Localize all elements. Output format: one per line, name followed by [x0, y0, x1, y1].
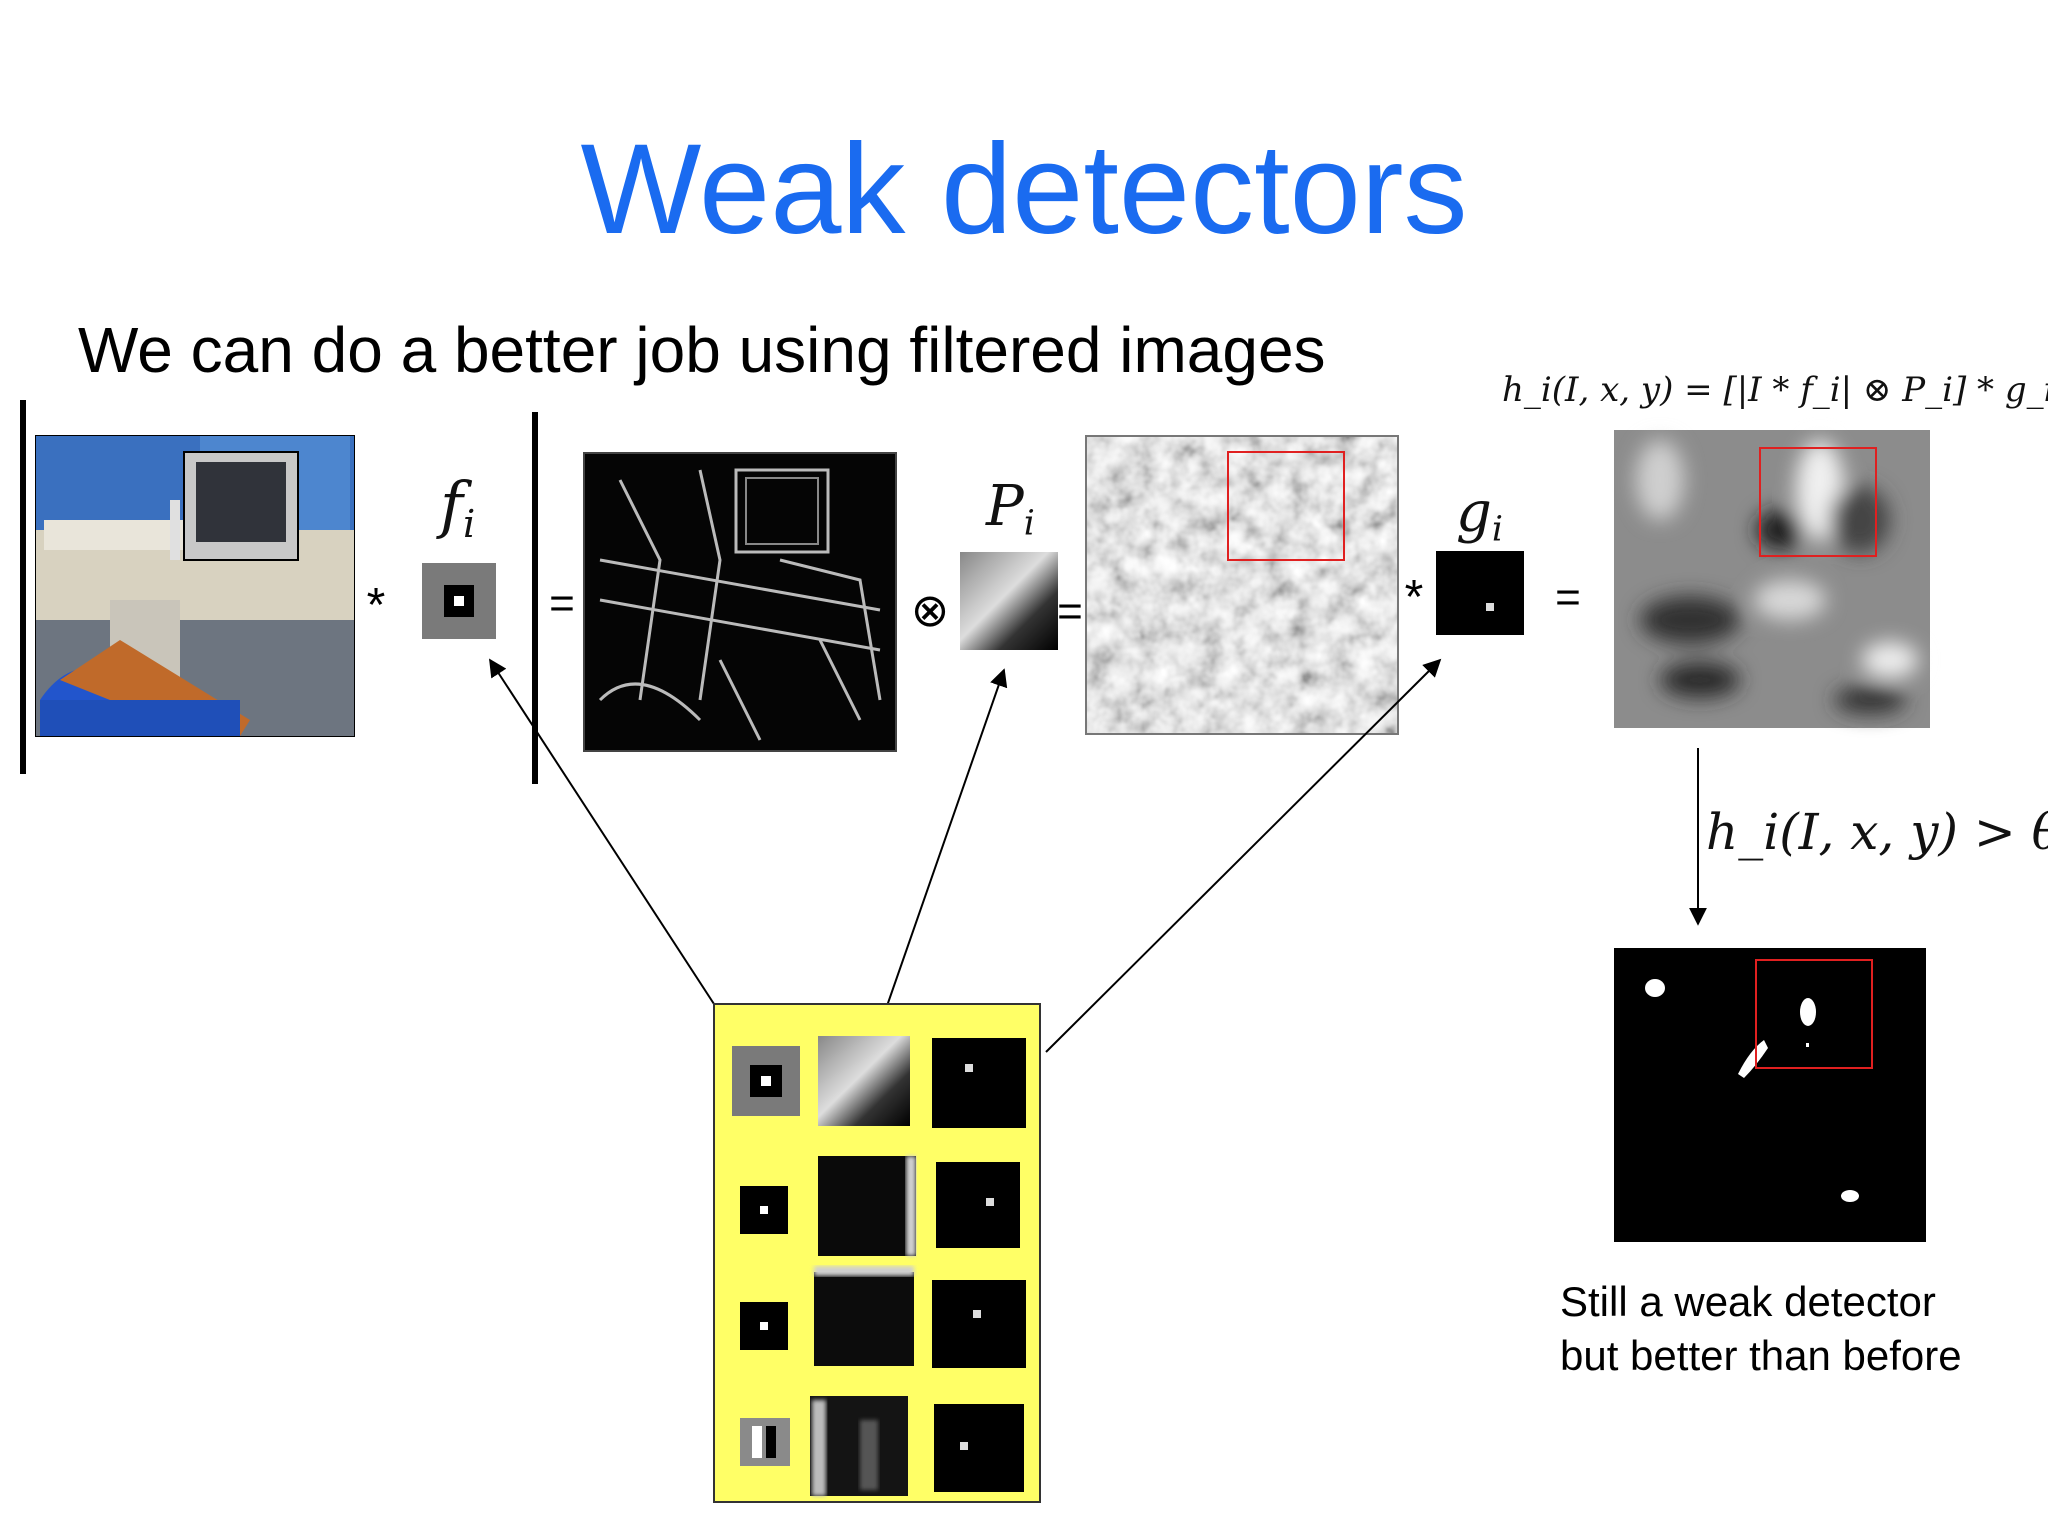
kernel-label: gi — [1456, 480, 1503, 563]
detection-box-3 — [1755, 959, 1873, 1069]
edge-image — [583, 452, 897, 752]
input-photo — [35, 435, 355, 737]
kernel-symbol: g — [1456, 480, 1492, 545]
slide-subtitle: We can do a better job using filtered im… — [78, 314, 1326, 386]
arrow-to-patch — [879, 668, 1008, 1027]
filter-bank-row-2 — [740, 1156, 1020, 1256]
filter-symbol: f — [440, 468, 463, 541]
filter-bank-row-3 — [740, 1266, 1026, 1368]
filter-bank-panel — [713, 1003, 1041, 1503]
filtered-response-image — [1085, 435, 1399, 735]
filter-bank-row-1 — [732, 1036, 1026, 1128]
filter-bank-row-4 — [740, 1396, 1024, 1496]
convolution-operator-1: * — [366, 579, 386, 632]
bar-left — [20, 400, 26, 774]
caption-line-2: but better than before — [1560, 1332, 1962, 1379]
blurred-response-image — [1614, 430, 1930, 728]
equals-operator-3: = — [1555, 573, 1581, 622]
patch-image — [960, 552, 1058, 650]
threshold-formula: h_i(I, x, y) > θ — [1706, 803, 2048, 861]
caption: Still a weak detector but better than be… — [1560, 1275, 1962, 1383]
convolution-operator-2: * — [1404, 571, 1424, 624]
patch-symbol: P — [986, 474, 1024, 539]
otimes-operator: ⊗ — [910, 584, 950, 636]
bar-middle — [532, 412, 538, 784]
patch-label: Pi — [986, 474, 1035, 557]
kernel-subscript: i — [1491, 509, 1503, 550]
detection-box-1 — [1227, 451, 1345, 561]
filter-label: fi — [440, 470, 475, 560]
equals-operator-2: = — [1057, 587, 1083, 636]
patch-subscript: i — [1023, 503, 1035, 544]
binary-detection-image — [1614, 948, 1926, 1242]
kernel-image — [1436, 551, 1524, 635]
formula: h_i(I, x, y) = [|I * f_i| ⊗ P_i] * g_i — [1502, 370, 2048, 410]
filter-image — [422, 563, 496, 639]
slide-title: Weak detectors — [580, 118, 1468, 261]
filter-subscript: i — [462, 501, 476, 547]
arrow-to-filter — [489, 658, 715, 1005]
caption-line-1: Still a weak detector — [1560, 1278, 1936, 1325]
arrow-to-kernel — [1045, 658, 1442, 1053]
equals-operator-1: = — [549, 579, 575, 628]
detection-box-2 — [1759, 447, 1877, 557]
